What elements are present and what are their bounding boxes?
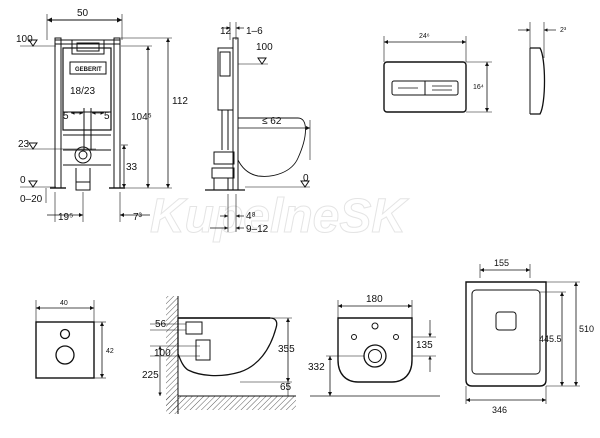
frame-front-view — [20, 14, 172, 222]
label-front-level: 332 — [308, 362, 325, 373]
bowl-front-body — [337, 317, 413, 383]
label-top-depth-inner: 445.5 — [539, 334, 562, 344]
cistern — [62, 47, 112, 131]
bowl-top-labels: 155 445.5 510 346 — [492, 258, 594, 415]
flush-plate-front-labels: 24⁶ 16⁴ — [419, 33, 484, 91]
label-top-width-bottom: 346 — [492, 405, 507, 415]
label-bowl-100: 100 — [154, 348, 171, 359]
frame-right-post — [113, 37, 121, 189]
floor-hatch — [166, 396, 296, 410]
bowl-top-view — [465, 264, 580, 404]
label-side-level: 100 — [256, 42, 273, 53]
bowl-side-body — [177, 317, 278, 377]
flush-inlet — [371, 322, 379, 330]
plate-side-profile — [530, 47, 546, 115]
cistern-top-plate — [71, 39, 105, 55]
frame-left-post — [54, 37, 62, 189]
label-height-total: 112 — [172, 96, 188, 107]
mount-hole-bottom — [55, 345, 75, 365]
label-left-level2: 23 — [18, 139, 30, 150]
label-side-bottom-b: 9–12 — [246, 224, 269, 235]
label-height-inner: 104⁵ — [131, 112, 152, 123]
side-cistern — [217, 47, 234, 111]
label-left-inner: 5 — [63, 111, 69, 122]
mount-plate-view — [35, 300, 106, 379]
label-center-dim: 18/23 — [70, 86, 95, 97]
label-left-zero: 0 — [20, 175, 26, 186]
label-plate-width: 24⁶ — [419, 33, 430, 40]
label-zero-range: 0–20 — [20, 194, 43, 205]
bowl-side-labels: 56 100 225 355 65 — [142, 319, 295, 393]
bowl-top-seat — [471, 289, 541, 375]
bowl-side-view — [150, 296, 296, 414]
label-bowl-65: 65 — [280, 382, 292, 393]
label-bowl-56: 56 — [155, 319, 167, 330]
label-top-depth-total: 510 — [579, 324, 594, 334]
flush-plate-front — [383, 36, 492, 113]
brand-plate — [69, 61, 107, 75]
label-side-top-a: 12 — [220, 26, 232, 37]
label-height-low: 33 — [126, 162, 138, 173]
label-front-width: 180 — [366, 294, 383, 305]
drain-connection — [74, 146, 92, 164]
label-bottom-left: 19⁵ — [58, 212, 73, 223]
bowl-top-opening — [495, 311, 517, 331]
label-side-top-b: 1–6 — [246, 26, 263, 37]
label-side-zero: 0 — [303, 173, 309, 184]
frame-front-labels: 50 100 GEBERIT 18/23 5 5 23 0 0–20 19⁵ 7… — [16, 8, 188, 223]
label-side-depth: ≤ 62 — [262, 116, 282, 127]
label-bowl-355: 355 — [278, 344, 295, 355]
flush-plate-side-labels: 2³ — [560, 27, 567, 34]
bowl-front-view — [310, 300, 440, 397]
label-left-level: 100 — [16, 34, 33, 45]
watermark-text: KupelneSK — [150, 190, 409, 243]
flush-plate — [383, 61, 467, 113]
side-bowl-outline — [237, 117, 306, 177]
bowl-outlet — [363, 344, 387, 368]
label-mount-height: 42 — [106, 348, 114, 355]
label-brand: GEBERIT — [75, 67, 102, 73]
flush-plate-side — [518, 22, 556, 115]
label-right-inner: 5 — [104, 111, 110, 122]
label-bottom-right: 7³ — [133, 212, 143, 223]
label-side-bottom-a: 4⁸ — [246, 211, 256, 222]
label-mount-width: 40 — [60, 300, 68, 307]
label-top-width: 155 — [494, 258, 509, 268]
label-plate-depth: 2³ — [560, 27, 567, 34]
wall-hatch — [166, 296, 178, 414]
label-bowl-225: 225 — [142, 370, 159, 381]
frame-side-labels: 12 1–6 100 ≤ 62 0 4⁸ 9–12 — [220, 26, 309, 235]
side-frame-post — [232, 37, 239, 191]
mount-hole-top — [59, 328, 71, 340]
label-front-height: 135 — [416, 340, 433, 351]
label-top-width: 50 — [77, 8, 89, 19]
frame-side-view — [205, 22, 311, 232]
mount-plate-labels: 40 42 — [60, 300, 114, 355]
mount-plate — [35, 321, 95, 379]
bowl-top-outline — [465, 281, 547, 387]
bowl-front-labels: 180 135 332 — [308, 294, 433, 373]
label-plate-height: 16⁴ — [473, 84, 484, 91]
